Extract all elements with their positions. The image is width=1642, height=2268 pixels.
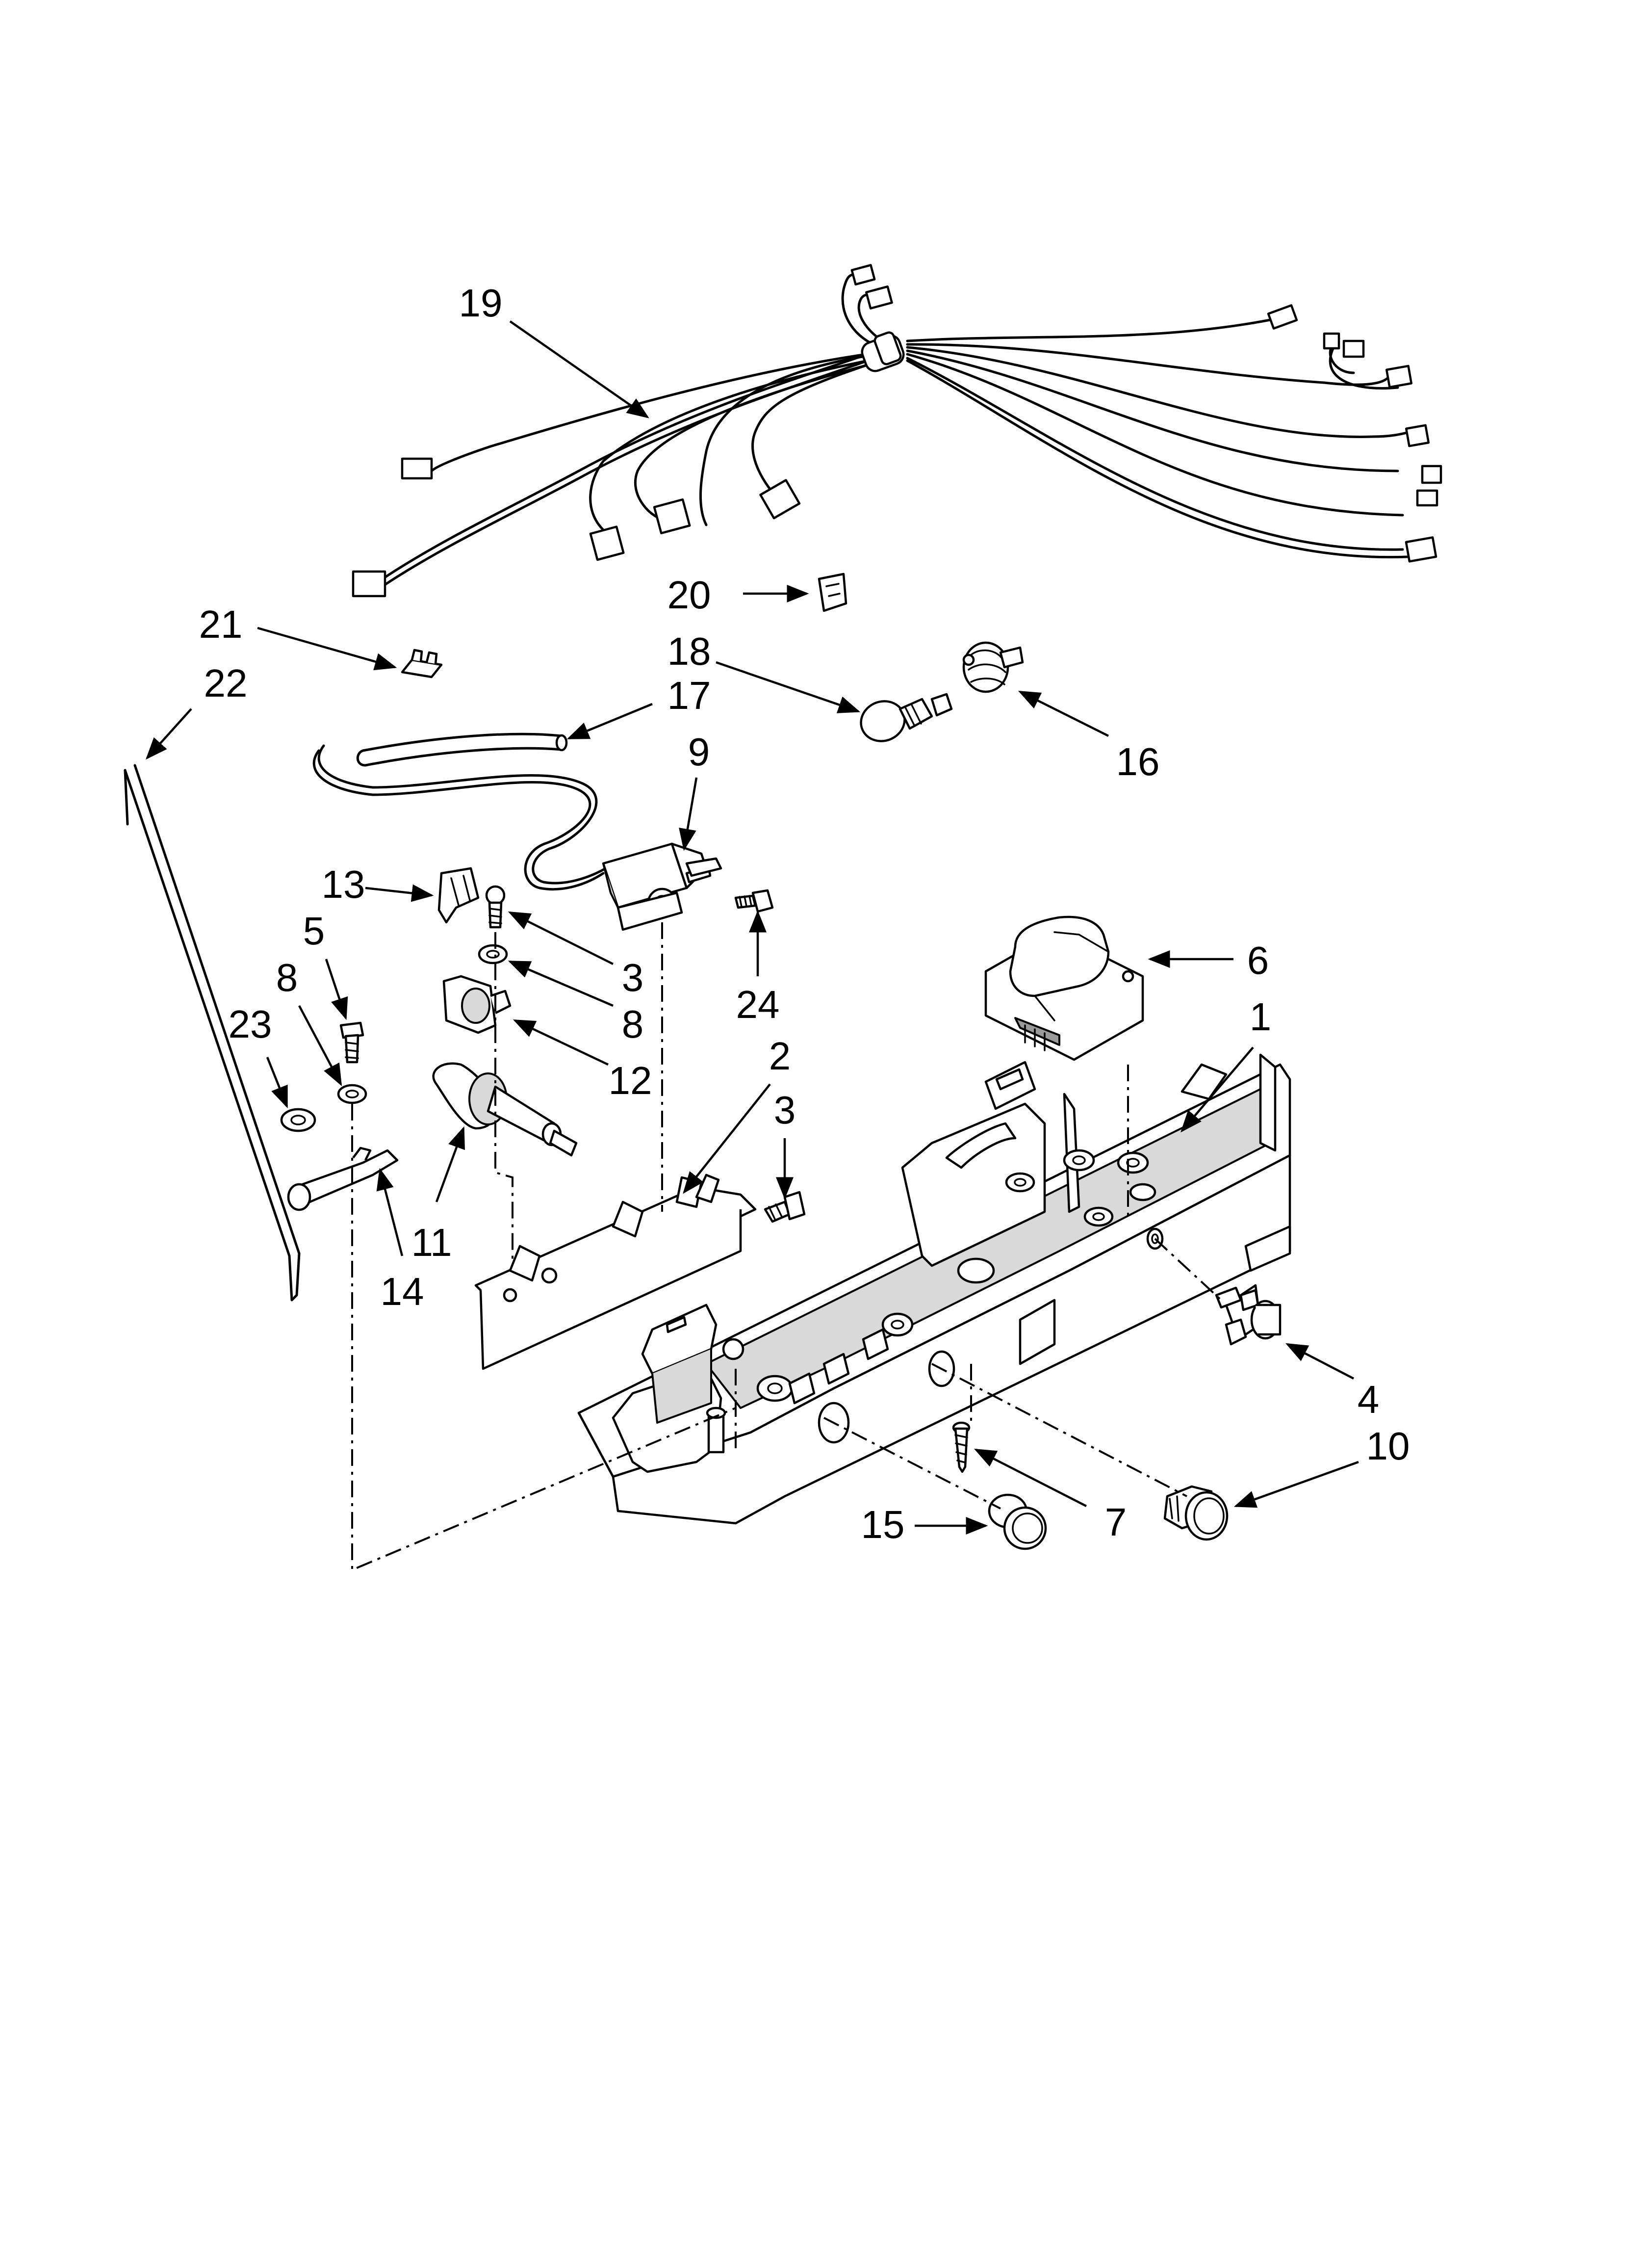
plug-15 (988, 1493, 1047, 1550)
callout-2: 2 (769, 1034, 791, 1078)
callout-1: 1 (1250, 995, 1272, 1039)
washer-8-upper (478, 944, 508, 965)
screw-3-lower (764, 1191, 806, 1223)
plug-10 (1163, 1485, 1229, 1541)
washer-8-lower (337, 1084, 367, 1104)
light-bulb (860, 693, 953, 742)
callout-22: 22 (204, 661, 248, 705)
callout-18: 18 (667, 629, 711, 673)
small-bracket-part (401, 649, 443, 678)
switch-4 (1215, 1284, 1282, 1346)
callout-16: 16 (1116, 740, 1160, 783)
screw-5 (339, 1021, 364, 1064)
callout-11: 11 (411, 1221, 452, 1264)
plate-2 (474, 1173, 757, 1370)
shaft-11 (432, 1062, 578, 1157)
callout-4: 4 (1358, 1378, 1380, 1421)
callout-17: 17 (667, 674, 711, 717)
callout-3b: 3 (774, 1088, 796, 1132)
callout-14: 14 (381, 1270, 424, 1313)
thermostat-assembly (312, 744, 722, 931)
leader-lines (145, 320, 1359, 1535)
callout-6: 6 (1247, 938, 1269, 982)
callout-8b: 8 (622, 1002, 644, 1046)
screw-3-upper (485, 885, 506, 929)
callout-19: 19 (459, 281, 503, 325)
clip-13 (437, 867, 480, 924)
callout-10: 10 (1366, 1424, 1410, 1468)
rod-22 (124, 764, 301, 1302)
callout-5: 5 (303, 909, 325, 953)
callout-21: 21 (199, 602, 243, 646)
clip-part (818, 573, 847, 612)
bracket-12 (442, 975, 512, 1034)
alignment-lines (351, 922, 1222, 1572)
callout-7: 7 (1105, 1500, 1127, 1544)
wire-harness (352, 264, 1442, 598)
callout-3a: 3 (622, 956, 644, 999)
lamp-socket (962, 641, 1024, 693)
callout-labels: 19 20 21 22 18 17 16 9 13 5 8 3 6 1 24 8… (199, 281, 1410, 1546)
screw-7 (952, 1421, 971, 1473)
callout-9: 9 (688, 730, 710, 774)
callout-13: 13 (322, 862, 365, 906)
washer-23 (280, 1108, 316, 1132)
screw-24 (734, 889, 774, 913)
module-6 (984, 915, 1144, 1061)
callout-15: 15 (861, 1503, 905, 1546)
callout-24: 24 (736, 983, 780, 1026)
callout-20: 20 (667, 573, 711, 617)
callout-8a: 8 (276, 956, 298, 999)
lever-14 (287, 1147, 399, 1211)
drain-tube (356, 732, 568, 767)
callout-23: 23 (229, 1002, 272, 1046)
callout-12: 12 (609, 1059, 652, 1102)
housing-1 (577, 1053, 1291, 1525)
